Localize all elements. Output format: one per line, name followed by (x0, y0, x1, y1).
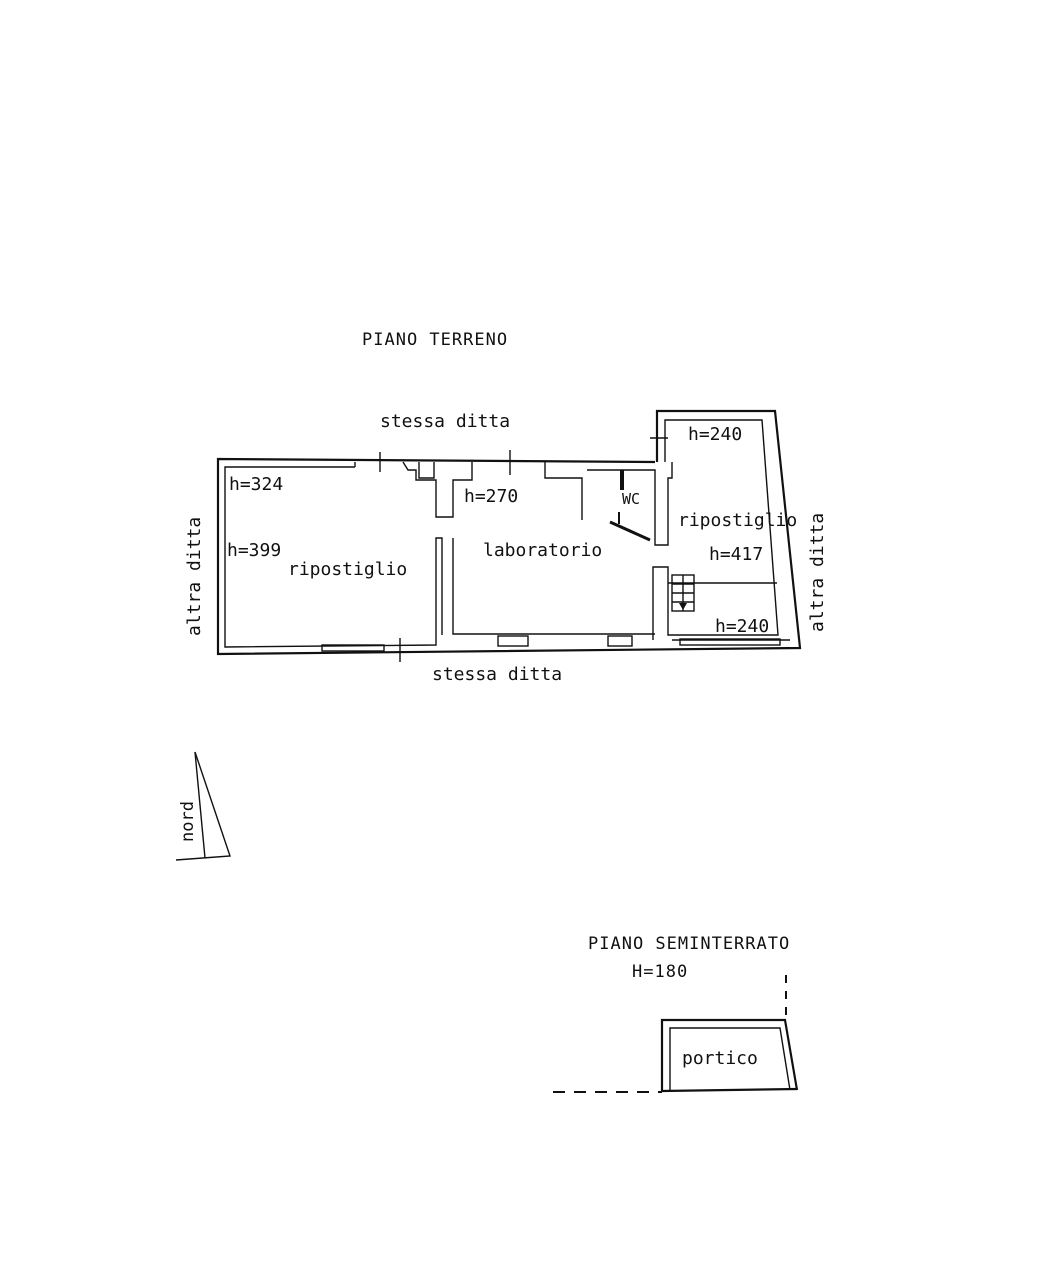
basement-title: PIANO SEMINTERRATO (588, 934, 790, 954)
neighbor-top-label: stessa ditta (380, 411, 510, 432)
room-label: portico (682, 1048, 758, 1069)
ground-floor-walls (216, 409, 802, 662)
room-height: h=324 (229, 474, 283, 495)
room-label: WC (622, 490, 640, 508)
room-label: ripostiglio (288, 559, 407, 580)
room-height: h=399 (227, 540, 281, 561)
room-height: h=240 (715, 616, 769, 637)
neighbor-right-label: altra ditta (807, 513, 828, 632)
room-height: h=240 (688, 424, 742, 445)
room-label: laboratorio (483, 540, 602, 561)
north-label: nord (178, 801, 198, 842)
neighbor-left-label: altra ditta (184, 517, 205, 636)
north-arrow-icon (175, 751, 231, 861)
neighbor-bottom-label: stessa ditta (432, 664, 562, 685)
basement-walls (553, 975, 799, 1093)
room-height: h=270 (464, 486, 518, 507)
ground-floor-title: PIANO TERRENO (362, 330, 508, 350)
basement-height: H=180 (632, 962, 688, 982)
room-label: ripostiglio (678, 510, 797, 531)
stairs-icon (671, 574, 695, 612)
room-height: h=417 (709, 544, 763, 565)
